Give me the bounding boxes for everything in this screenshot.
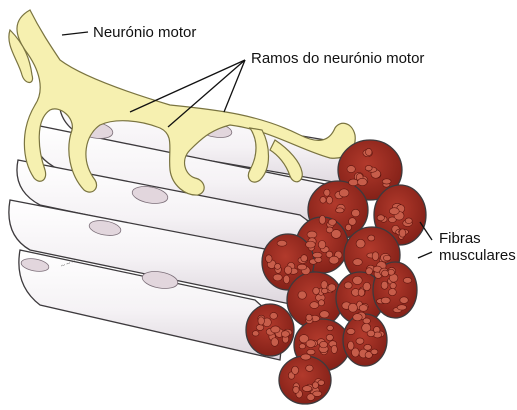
myofibril — [382, 179, 391, 184]
myofibril — [301, 354, 311, 360]
myofibril — [318, 380, 325, 385]
myofibril — [324, 189, 330, 196]
leader-line-fibers-2 — [418, 252, 432, 258]
motor-neuron-label: Neurónio motor — [93, 24, 196, 41]
myofibril — [331, 230, 341, 239]
myofibril — [331, 345, 337, 353]
myofibril — [306, 314, 312, 321]
myofibril — [381, 281, 388, 289]
myofibril — [347, 166, 355, 173]
myofibril — [356, 239, 365, 248]
myofibril — [353, 276, 363, 284]
myofibril — [388, 269, 395, 275]
myofibril — [302, 386, 311, 392]
myofibril — [367, 330, 375, 336]
muscle-fibers-label: Fibras musculares — [439, 230, 516, 264]
myofibril — [258, 317, 264, 325]
myofibril — [344, 282, 352, 289]
myofibril — [299, 344, 305, 349]
myofibril — [353, 259, 362, 266]
myofibril — [277, 240, 287, 246]
cross-section — [279, 356, 331, 404]
myofibril — [364, 344, 372, 350]
myofibril — [312, 382, 318, 389]
leader-line-neuron — [62, 32, 88, 35]
myofibril — [356, 338, 364, 344]
myofibril — [347, 329, 355, 335]
myofibril — [293, 386, 299, 393]
myofibril — [389, 208, 399, 215]
myofibril — [363, 282, 371, 290]
myofibril — [306, 340, 315, 348]
myofibril — [319, 215, 326, 224]
myofibril — [256, 324, 264, 330]
myofibril — [318, 300, 324, 306]
myofibril — [271, 326, 280, 333]
myofibril — [366, 148, 372, 155]
myofibril — [390, 282, 396, 288]
myofibril — [363, 318, 370, 324]
myofibril — [321, 288, 328, 293]
myofibril — [353, 314, 362, 321]
myofibril — [318, 240, 325, 248]
myofibril — [403, 277, 411, 283]
myofibril — [270, 312, 277, 319]
myofibril — [365, 165, 372, 170]
myofibril — [399, 229, 406, 237]
myofibril — [284, 266, 291, 274]
myofibril — [372, 252, 379, 261]
myofibril — [306, 365, 313, 371]
myofibril — [352, 209, 360, 216]
myofibril — [397, 305, 406, 310]
myofibril — [283, 275, 289, 284]
myofibril — [297, 264, 306, 270]
myofibril — [301, 255, 308, 262]
myofibril — [320, 311, 329, 318]
myofibril — [313, 391, 322, 396]
myofibril — [377, 215, 384, 221]
myofibril — [313, 252, 322, 258]
myofibril — [368, 235, 375, 241]
myofibril — [349, 218, 357, 226]
myofibril — [326, 334, 333, 340]
myofibril — [281, 331, 289, 338]
myofibril — [298, 291, 306, 299]
myofibril — [357, 178, 367, 185]
myofibril — [336, 208, 344, 213]
myofibril — [381, 297, 390, 304]
myofibril — [292, 366, 299, 374]
myofibril — [339, 189, 349, 197]
myofibril — [320, 341, 328, 348]
myofibril — [348, 341, 354, 350]
myofibril — [306, 241, 316, 248]
myofibril — [383, 255, 391, 261]
myofibril — [358, 289, 365, 297]
myofibril — [371, 349, 378, 355]
myofibril — [328, 284, 336, 291]
myofibril — [405, 218, 412, 224]
myofibril — [310, 302, 319, 309]
myofibril — [326, 196, 332, 204]
myofibril — [329, 256, 339, 264]
myofibril — [313, 287, 320, 294]
muscle-fibers-label-line1: Fibras — [439, 230, 516, 247]
myofibril — [388, 288, 396, 295]
myofibril — [400, 297, 408, 304]
myofibril — [275, 263, 281, 269]
myofibril — [359, 305, 368, 312]
myofibril — [266, 255, 272, 263]
muscle-fibers-label-line2: musculares — [439, 247, 516, 264]
neuron-branches-label: Ramos do neurónio motor — [251, 50, 424, 67]
myofibril — [382, 270, 389, 277]
myofibril — [320, 197, 326, 204]
myofibril — [307, 231, 317, 238]
myofibril — [271, 338, 278, 347]
myofibril — [348, 303, 357, 312]
myofibril — [252, 331, 259, 336]
myofibril — [273, 274, 282, 281]
myofibril — [328, 219, 336, 225]
myofibril — [366, 268, 373, 275]
myofibril — [327, 325, 333, 330]
